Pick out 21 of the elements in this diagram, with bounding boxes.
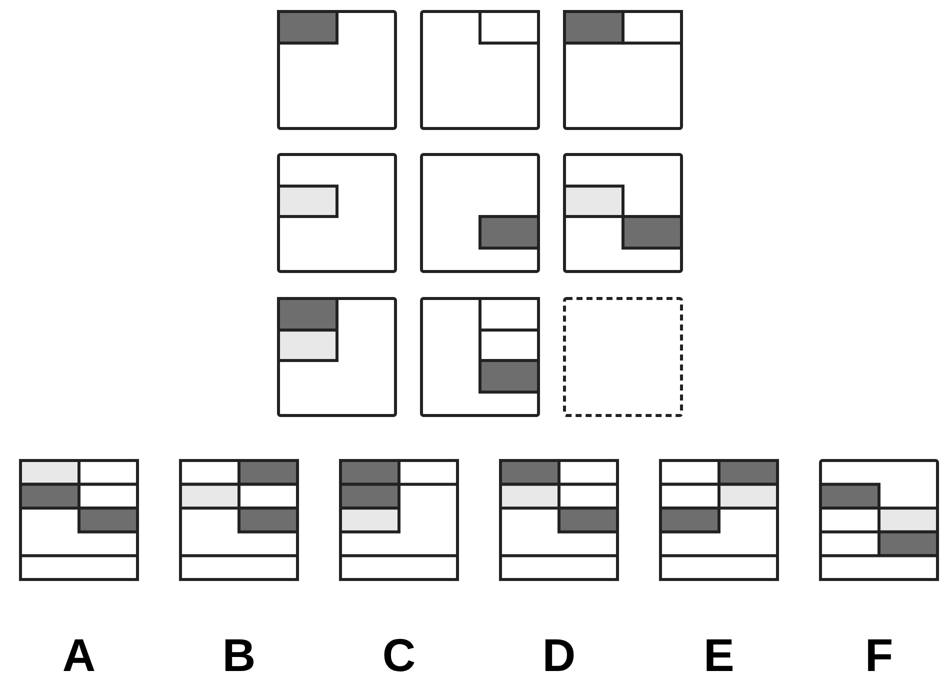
option-letter: C [381, 630, 417, 678]
pattern-tile [420, 297, 540, 417]
option-letter: F [864, 630, 894, 678]
answer-option-tile [499, 459, 619, 581]
pattern-tile [277, 297, 397, 417]
pattern-tile [277, 153, 397, 273]
pattern-tile [563, 10, 683, 130]
answer-option-tile [179, 459, 299, 581]
empty-answer-tile [563, 297, 683, 417]
option-letter: B [221, 630, 257, 678]
answer-option-tile [659, 459, 779, 581]
answer-option-tile [339, 459, 459, 581]
answer-option-tile [19, 459, 139, 581]
pattern-tile [277, 10, 397, 130]
option-letter: E [702, 630, 736, 678]
pattern-tile [420, 153, 540, 273]
pattern-tile [420, 10, 540, 130]
answer-option-tile [819, 459, 939, 581]
option-letter: A [61, 630, 97, 678]
option-letter: D [541, 630, 577, 678]
pattern-tile [563, 153, 683, 273]
